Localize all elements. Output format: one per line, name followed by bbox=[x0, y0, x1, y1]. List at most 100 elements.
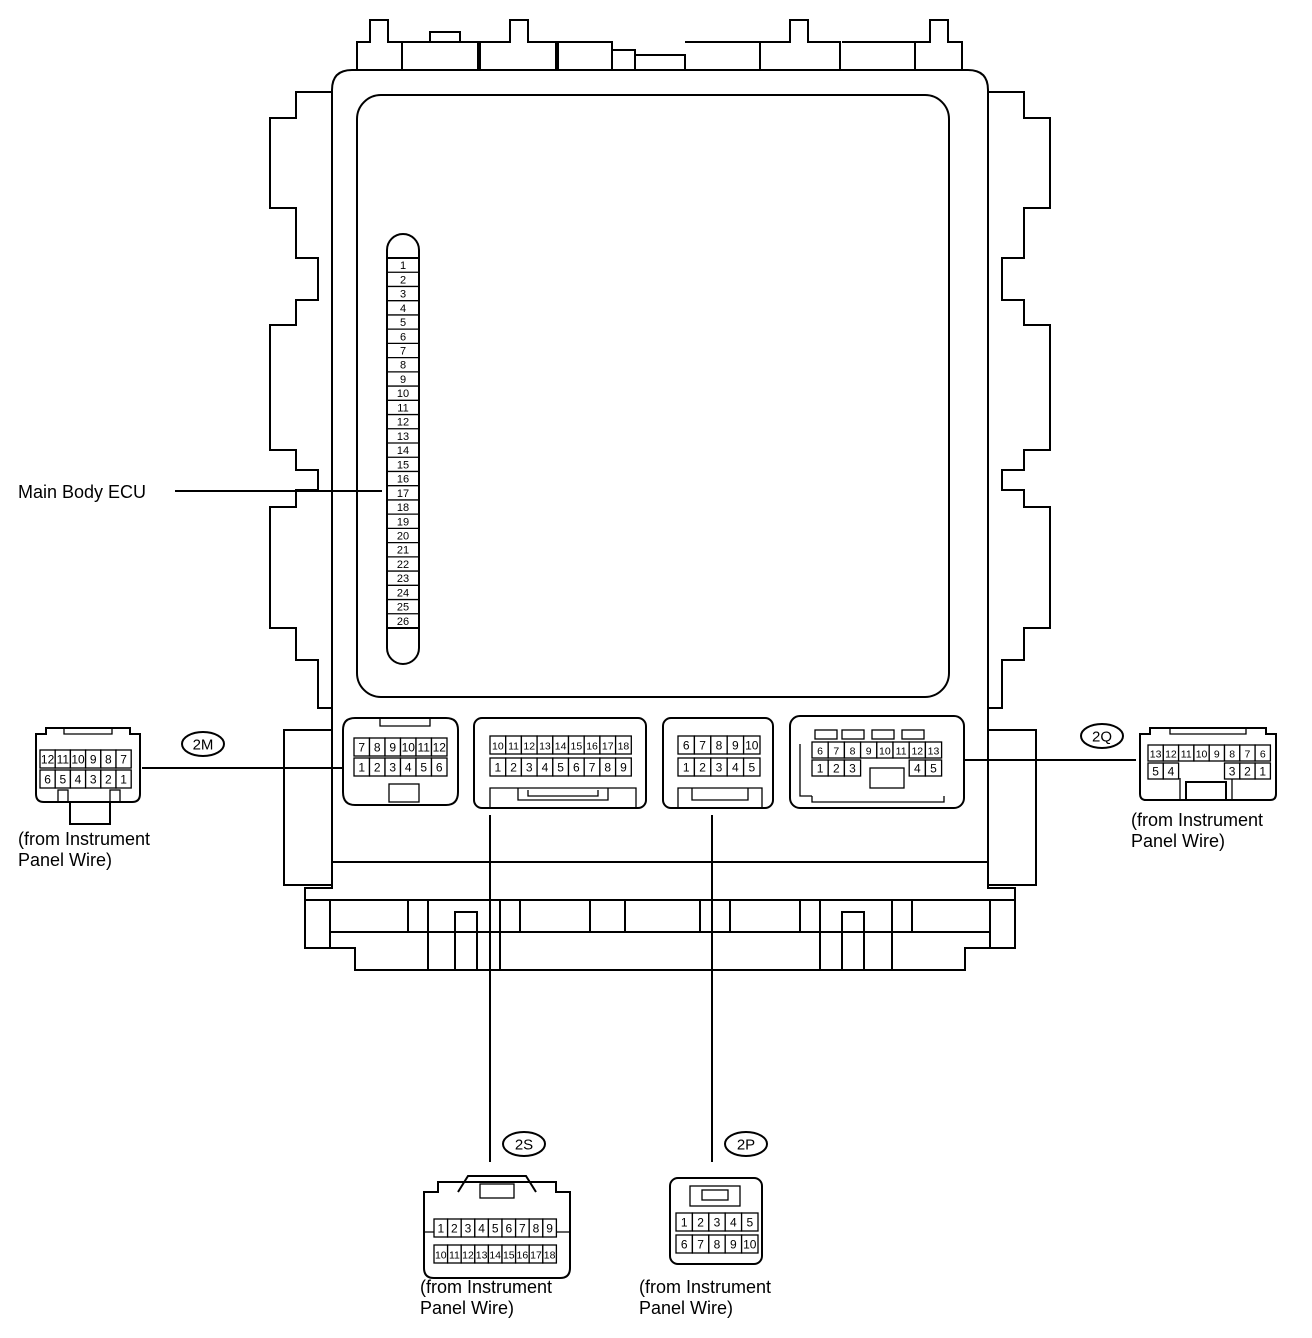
note-2Q-line2: Panel Wire) bbox=[1131, 831, 1225, 851]
pin-number: 12 bbox=[523, 741, 535, 753]
pin-cell bbox=[614, 757, 632, 777]
pin-number: 2 bbox=[374, 761, 381, 775]
pin-number: 9 bbox=[866, 746, 872, 758]
fuse-number: 26 bbox=[397, 616, 409, 628]
pin-number: 10 bbox=[402, 741, 416, 755]
pin-number: 16 bbox=[517, 1250, 529, 1262]
fuse-number: 15 bbox=[397, 459, 409, 471]
pin-number: 8 bbox=[850, 746, 856, 758]
pin-cell bbox=[843, 759, 862, 777]
pin-number: 8 bbox=[716, 739, 723, 753]
note-2P-line2: Panel Wire) bbox=[639, 1298, 733, 1318]
pin-number: 7 bbox=[697, 1238, 704, 1252]
pin-number: 6 bbox=[573, 761, 580, 775]
ecu-housing bbox=[269, 19, 1051, 971]
note-2P-line1: (from Instrument bbox=[639, 1277, 771, 1297]
pin-number: 6 bbox=[1260, 749, 1266, 761]
pin-number: 12 bbox=[433, 741, 447, 755]
pin-number: 7 bbox=[358, 741, 365, 755]
pin-cell bbox=[430, 757, 448, 777]
pin-number: 9 bbox=[546, 1222, 553, 1236]
pin-number: 7 bbox=[1245, 749, 1251, 761]
pin-number: 7 bbox=[699, 739, 706, 753]
fuse-number: 16 bbox=[397, 474, 409, 486]
pin-number: 8 bbox=[1229, 749, 1235, 761]
pin-number: 5 bbox=[746, 1216, 753, 1230]
pin-number: 10 bbox=[745, 739, 759, 753]
fuse-number: 7 bbox=[400, 346, 406, 358]
fuse-number: 1 bbox=[400, 260, 406, 272]
code-2P: 2P bbox=[737, 1137, 755, 1154]
pin-number: 4 bbox=[732, 761, 739, 775]
pin-number: 2 bbox=[105, 773, 112, 787]
pin-number: 8 bbox=[714, 1238, 721, 1252]
pin-number: 1 bbox=[437, 1222, 444, 1236]
pin-number: 11 bbox=[1181, 749, 1192, 761]
pin-number: 14 bbox=[555, 741, 567, 753]
pin-number: 13 bbox=[476, 1250, 488, 1262]
pin-number: 18 bbox=[618, 741, 630, 753]
fuse-number: 24 bbox=[397, 587, 409, 599]
pin-number: 5 bbox=[557, 761, 564, 775]
pin-number: 5 bbox=[748, 761, 755, 775]
pin-number: 1 bbox=[681, 1216, 688, 1230]
main-body-ecu-label: Main Body ECU bbox=[18, 482, 146, 502]
pin-number: 5 bbox=[930, 762, 937, 776]
pin-number: 1 bbox=[1259, 765, 1266, 779]
pin-number: 6 bbox=[44, 773, 51, 787]
pin-number: 3 bbox=[90, 773, 97, 787]
pin-number: 13 bbox=[539, 741, 551, 753]
fuse-number: 17 bbox=[397, 488, 409, 500]
pin-number: 3 bbox=[526, 761, 533, 775]
fuse-number: 2 bbox=[400, 274, 406, 286]
pin-number: 9 bbox=[732, 739, 739, 753]
fuse-number: 5 bbox=[400, 317, 406, 329]
pin-number: 3 bbox=[389, 761, 396, 775]
pin-number: 7 bbox=[120, 753, 127, 767]
pin-number: 8 bbox=[604, 761, 611, 775]
pin-number: 17 bbox=[602, 741, 614, 753]
pin-number: 2 bbox=[833, 762, 840, 776]
pin-number: 4 bbox=[405, 761, 412, 775]
pin-cell bbox=[742, 757, 761, 777]
fuse-strip: 1234567891011121314151617181920212223242… bbox=[386, 233, 420, 665]
pin-cell bbox=[115, 749, 132, 769]
pin-cell bbox=[1254, 744, 1272, 762]
pin-number: 5 bbox=[1152, 765, 1159, 779]
fuse-number: 10 bbox=[397, 388, 409, 400]
pin-number: 2 bbox=[699, 761, 706, 775]
right-side-tabs bbox=[988, 91, 1051, 709]
pin-number: 2 bbox=[1244, 765, 1251, 779]
pin-number: 13 bbox=[928, 746, 940, 758]
pin-number: 9 bbox=[90, 753, 97, 767]
pin-number: 7 bbox=[833, 746, 839, 758]
pin-number: 12 bbox=[911, 746, 923, 758]
pin-number: 1 bbox=[120, 773, 127, 787]
pin-number: 5 bbox=[420, 761, 427, 775]
pin-number: 11 bbox=[896, 746, 907, 758]
pin-number: 3 bbox=[465, 1222, 472, 1236]
pin-number: 12 bbox=[41, 753, 55, 767]
pin-cell bbox=[115, 769, 132, 789]
note-2S-line1: (from Instrument bbox=[420, 1277, 552, 1297]
pin-number: 6 bbox=[436, 761, 443, 775]
pin-cell bbox=[740, 1212, 759, 1232]
pin-number: 11 bbox=[57, 753, 70, 767]
pin-number: 10 bbox=[879, 746, 891, 758]
fuse-number: 4 bbox=[400, 303, 406, 315]
ecu-base bbox=[304, 862, 1016, 971]
pin-number: 8 bbox=[533, 1222, 540, 1236]
fuse-number: 8 bbox=[400, 360, 406, 372]
pin-cell bbox=[742, 735, 761, 755]
ecu-cover-panel bbox=[356, 94, 950, 698]
pin-number: 9 bbox=[620, 761, 627, 775]
pin-number: 6 bbox=[505, 1222, 512, 1236]
pin-number: 3 bbox=[716, 761, 723, 775]
pin-number: 4 bbox=[75, 773, 82, 787]
pin-cell bbox=[430, 737, 448, 757]
